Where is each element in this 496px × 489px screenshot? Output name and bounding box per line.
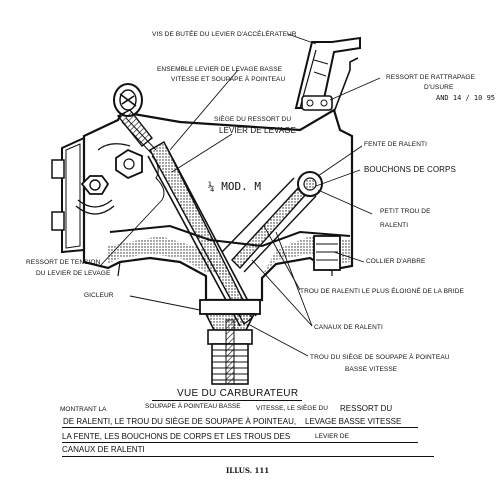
needle-valve-knob [113,83,157,155]
caption-row4: CANAUX DE RALENTI [62,445,145,454]
caption-row2-b: LEVAGE BASSE VITESSE [305,417,402,426]
label-fente-ralenti: FENTE DE RALENTI [364,141,427,148]
label-ressort-tension-line1: RESSORT DE TENSION [26,259,101,266]
label-gicleur: GICLEUR [84,292,114,299]
carburetor-body [82,108,354,302]
caption-row3-a: LA FENTE, LES BOUCHONS DE CORPS ET LES T… [62,432,291,441]
label-trou-ralenti-eloigne: TROU DE RALENTI LE PLUS ÉLOIGNÉ DE LA BR… [300,288,464,295]
caption-row1-a: MONTRANT LA [60,406,107,413]
caption-rule-2 [62,442,418,443]
label-ressort-tension-line2: DU LEVIER DE LEVAGE [36,270,111,277]
label-siege-ressort-line1: SIÈGE DU RESSORT DU [214,116,292,123]
leader-lines [99,33,381,357]
label-ensemble-line2: VITESSE ET SOUPAPE À POINTEAU [171,76,286,83]
label-trou-siege-line1: TROU DU SIÈGE DE SOUPAPE À POINTEAU [310,354,450,361]
caption-row1-d: RESSORT DU [340,404,393,413]
label-siege-ressort-line2: LEVIER DE LEVAGE [219,126,297,135]
label-vis-butee: VIS DE BUTÉE DU LEVIER D'ACCÉLÉRATEUR [152,31,297,38]
caption-row3-b: LEVIER DE [315,433,349,440]
label-ressort-rattrapage-line1: RESSORT DE RATTRAPAGE [386,74,476,81]
caption-rule-3 [62,456,434,457]
carburetor-flange [51,136,85,254]
body-marking-text: ¼ MOD. M [208,180,261,193]
stamp-marking-text: AND 14 / 10 95 [436,94,495,102]
caption-row1-c: VITESSE, LE SIÈGE DU [256,405,328,412]
jet-fitting [199,299,261,385]
caption-title-underline [152,400,302,401]
label-bouchons-corps: BOUCHONS DE CORPS [364,165,456,174]
needle-valve-stem [147,141,257,327]
label-petit-trou-line2: RALENTI [380,222,409,229]
caption-rule-1 [62,427,418,428]
figure-number: ILLUS. 111 [226,466,270,475]
label-canaux-ralenti: CANAUX DE RALENTI [314,324,383,331]
label-petit-trou-line1: PETIT TROU DE [380,208,431,215]
throttle-lever [294,36,361,113]
label-trou-siege-line2: BASSE VITESSE [345,366,398,373]
caption-row2-a: DE RALENTI, LE TROU DU SIÈGE DE SOUPAPE … [63,417,297,426]
caption-row1-b: SOUPAPE À POINTEAU BASSE [145,403,241,410]
label-ensemble-line1: ENSEMBLE LEVIER DE LEVAGE BASSE [157,66,283,73]
label-ressort-rattrapage-line2: D'USURE [424,84,454,91]
caption-title: VUE DU CARBURATEUR [177,388,299,399]
hex-nut [115,148,143,180]
hex-plug [75,175,115,215]
label-collier-arbre: COLLIER D'ARBRE [366,258,426,265]
